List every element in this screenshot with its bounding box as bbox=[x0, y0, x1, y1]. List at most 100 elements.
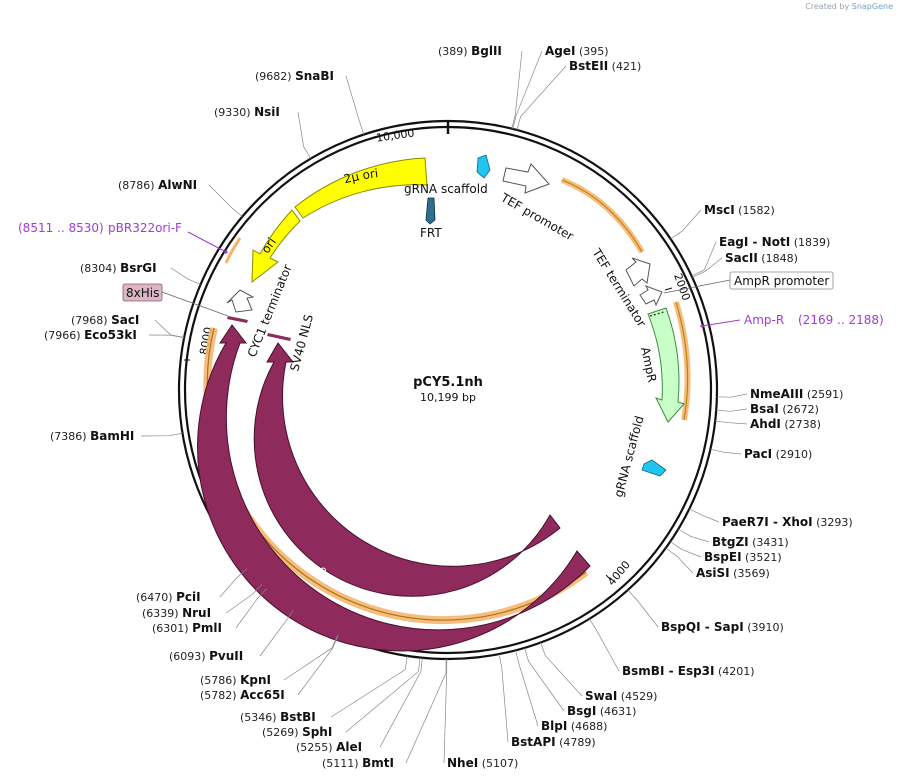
enzyme-position: (9330) bbox=[214, 106, 251, 119]
enzyme-label: (5269) SphI bbox=[262, 725, 332, 739]
enzyme-position: (2910) bbox=[776, 448, 813, 461]
enzyme-label: (9682) SnaBI bbox=[255, 69, 334, 83]
enzyme-name: BspQI - SapI bbox=[661, 620, 744, 634]
enzyme-label: BsmBI - Esp3I (4201) bbox=[622, 664, 755, 678]
enzyme-name: NsiI bbox=[254, 105, 280, 119]
enzyme-label: (389) BglII bbox=[438, 44, 502, 58]
enzyme-name: BspEI bbox=[704, 550, 742, 564]
enzyme-label: (5786) KpnI bbox=[200, 673, 271, 687]
ampr-promoter-box bbox=[729, 271, 834, 290]
enzyme-name: BstEII bbox=[569, 59, 608, 73]
enzyme-name: AhdI bbox=[750, 417, 781, 431]
primer-amp-r-name: Amp-R bbox=[744, 313, 784, 327]
sv40-nls-label: SV40 NLS bbox=[287, 313, 316, 373]
enzyme-leader bbox=[512, 50, 543, 129]
plasmid-length: 10,199 bp bbox=[420, 391, 476, 404]
tick-2000: 2000 bbox=[671, 272, 693, 303]
enzyme-site: (6339) NruI bbox=[142, 584, 263, 620]
enzyme-position: (4789) bbox=[559, 736, 596, 749]
enzyme-label: PacI (2910) bbox=[744, 447, 812, 461]
enzyme-site: BspQI - SapI (3910) bbox=[627, 589, 784, 634]
enzyme-leader bbox=[379, 657, 423, 748]
enzyme-label: (5111) BmtI bbox=[322, 756, 394, 770]
ampr-promoter-arrow bbox=[639, 285, 663, 307]
enzyme-name: SacII bbox=[725, 251, 758, 265]
enzyme-leader bbox=[330, 655, 408, 718]
enzyme-name: BsaI bbox=[750, 402, 779, 416]
enzyme-label: (6339) NruI bbox=[142, 606, 211, 620]
cas9-outer-arrow bbox=[197, 324, 591, 652]
enzyme-label: BspQI - SapI (3910) bbox=[661, 620, 784, 634]
enzyme-name: AleI bbox=[336, 740, 362, 754]
enzyme-position: (2738) bbox=[784, 418, 821, 431]
enzyme-leader bbox=[670, 209, 702, 240]
enzyme-position: (389) bbox=[438, 45, 468, 58]
enzyme-leader bbox=[154, 319, 185, 338]
enzyme-label: AgeI (395) bbox=[545, 44, 609, 58]
enzyme-name: NheI bbox=[447, 756, 478, 770]
enzyme-site: MscI (1582) bbox=[670, 203, 775, 240]
enzyme-position: (5346) bbox=[240, 711, 277, 724]
enzyme-label: (8304) BsrGI bbox=[80, 261, 157, 275]
enzyme-label: BsaI (2672) bbox=[750, 402, 819, 416]
8xhis-label: 8xHis bbox=[126, 286, 159, 300]
enzyme-label: NmeAIII (2591) bbox=[750, 387, 843, 401]
enzyme-site: BlpI (4688) bbox=[515, 650, 607, 733]
enzyme-site: NheI (5107) bbox=[443, 658, 518, 770]
enzyme-leader bbox=[515, 650, 539, 727]
enzyme-site: (6093) PvuII bbox=[169, 609, 294, 663]
enzyme-site: (7968) SacI bbox=[71, 313, 185, 338]
enzyme-leader bbox=[405, 658, 447, 764]
ampr-arrow bbox=[647, 307, 685, 423]
enzyme-leader bbox=[219, 568, 248, 598]
enzyme-label: MscI (1582) bbox=[704, 203, 775, 217]
enzyme-leader bbox=[710, 448, 742, 455]
enzyme-label: EagI - NotI (1839) bbox=[719, 235, 830, 249]
enzyme-name: Eco53kI bbox=[84, 328, 137, 342]
enzyme-position: (2591) bbox=[807, 388, 844, 401]
enzyme-label: (7966) Eco53kI bbox=[44, 328, 137, 342]
primer-pbr322ori-f-name: pBR322ori-F bbox=[108, 221, 182, 235]
enzyme-site: PaeR7I - XhoI (3293) bbox=[689, 508, 853, 529]
enzyme-site: NmeAIII (2591) bbox=[716, 387, 843, 401]
enzyme-label: (7968) SacI bbox=[71, 313, 139, 327]
enzyme-leader bbox=[208, 184, 243, 217]
enzyme-position: (3569) bbox=[733, 567, 770, 580]
enzyme-name: PciI bbox=[176, 590, 201, 604]
enzyme-name: SwaI bbox=[585, 689, 617, 703]
enzyme-label: BtgZI (3431) bbox=[712, 535, 789, 549]
enzyme-label: (5255) AleI bbox=[296, 740, 362, 754]
enzyme-leader bbox=[689, 508, 720, 523]
enzyme-position: (6301) bbox=[152, 622, 189, 635]
enzyme-position: (5255) bbox=[296, 741, 333, 754]
enzyme-leader bbox=[511, 50, 523, 129]
enzyme-leader bbox=[297, 111, 312, 159]
enzyme-name: KpnI bbox=[240, 673, 271, 687]
enzyme-name: BstBI bbox=[280, 710, 316, 724]
enzyme-site: BsgI (4631) bbox=[524, 647, 636, 718]
enzyme-name: PmlI bbox=[192, 621, 222, 635]
enzyme-site: (5111) BmtI bbox=[322, 658, 447, 770]
8xhis-box bbox=[122, 283, 163, 302]
enzyme-name: BsgI bbox=[567, 704, 596, 718]
enzyme-site: (5269) SphI bbox=[262, 657, 421, 739]
primer-amp-r-marker bbox=[700, 324, 704, 328]
enzyme-name: AsiSI bbox=[696, 566, 730, 580]
enzyme-name: NruI bbox=[182, 606, 211, 620]
enzyme-position: (3293) bbox=[816, 516, 853, 529]
enzyme-position: (1582) bbox=[738, 204, 775, 217]
enzyme-name: SphI bbox=[302, 725, 332, 739]
enzyme-site: (389) BglII bbox=[438, 44, 523, 129]
tef-promoter-label: TEF promoter bbox=[498, 190, 576, 243]
enzyme-position: (5111) bbox=[322, 757, 359, 770]
enzyme-leader bbox=[516, 65, 567, 131]
enzyme-label: BstAPI (4789) bbox=[511, 735, 596, 749]
enzyme-name: PaeR7I - XhoI bbox=[722, 515, 813, 529]
enzyme-leader bbox=[345, 75, 365, 135]
enzyme-name: BlpI bbox=[541, 719, 567, 733]
enzyme-name: PvuII bbox=[209, 649, 243, 663]
enzyme-position: (8786) bbox=[118, 179, 155, 192]
sv40-nls-marker bbox=[267, 333, 291, 341]
enzyme-position: (9682) bbox=[255, 70, 292, 83]
